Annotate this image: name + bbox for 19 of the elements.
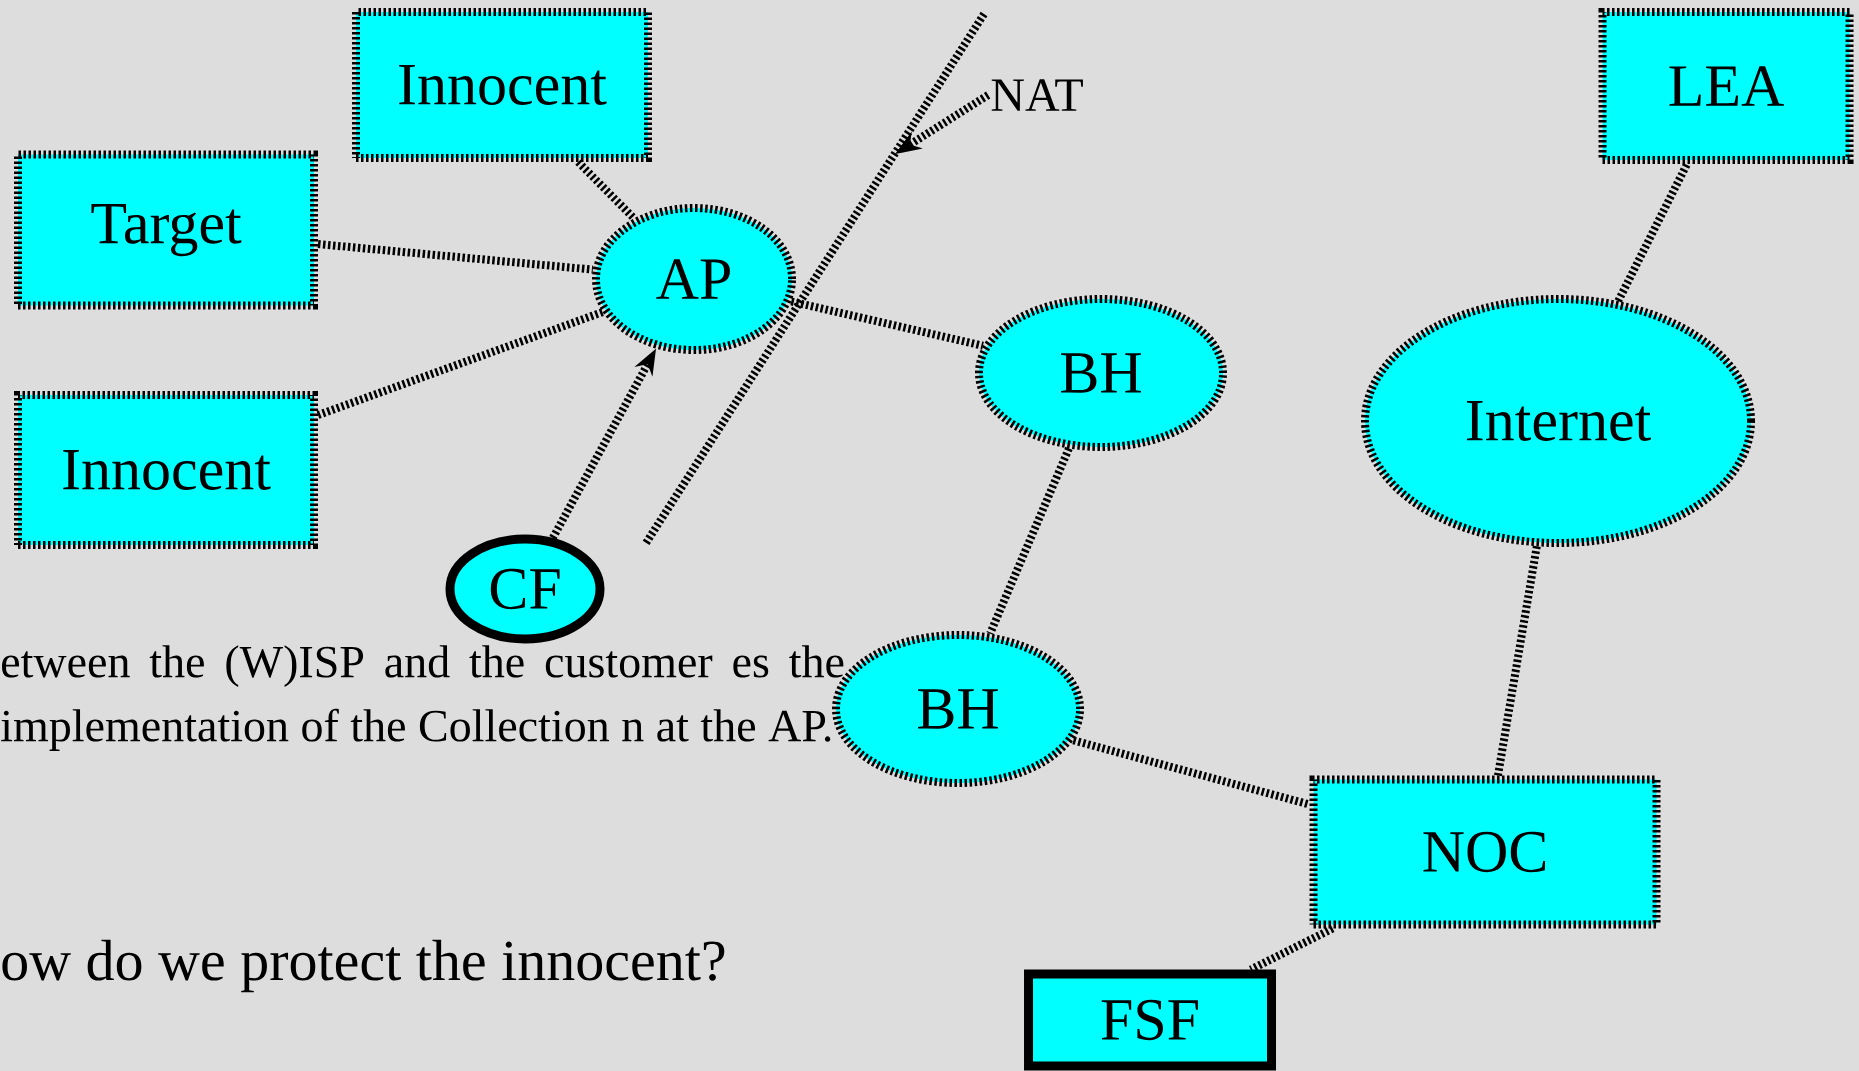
nat-label: NAT [991,79,1083,111]
connector-line [1072,736,1311,809]
process-box: LEA [1598,8,1854,164]
ellipse-node: AP [592,204,796,354]
connector-line [316,308,604,419]
process-box: FSF [1024,969,1276,1071]
connector-line [1614,162,1691,303]
process-box: NOC [1309,775,1661,929]
question-text: ow do we protect the innocent? [2,939,725,993]
ellipse-node: Internet [1361,295,1755,547]
connector-line [986,446,1073,636]
connector-line [1494,545,1541,777]
connector-line [790,297,984,350]
process-box: Target [14,150,318,310]
connector-line [575,159,637,222]
connector-line [317,240,594,274]
ellipse-node: BH [975,295,1227,451]
process-box: Innocent [352,8,652,162]
process-box: Innocent [14,391,318,549]
